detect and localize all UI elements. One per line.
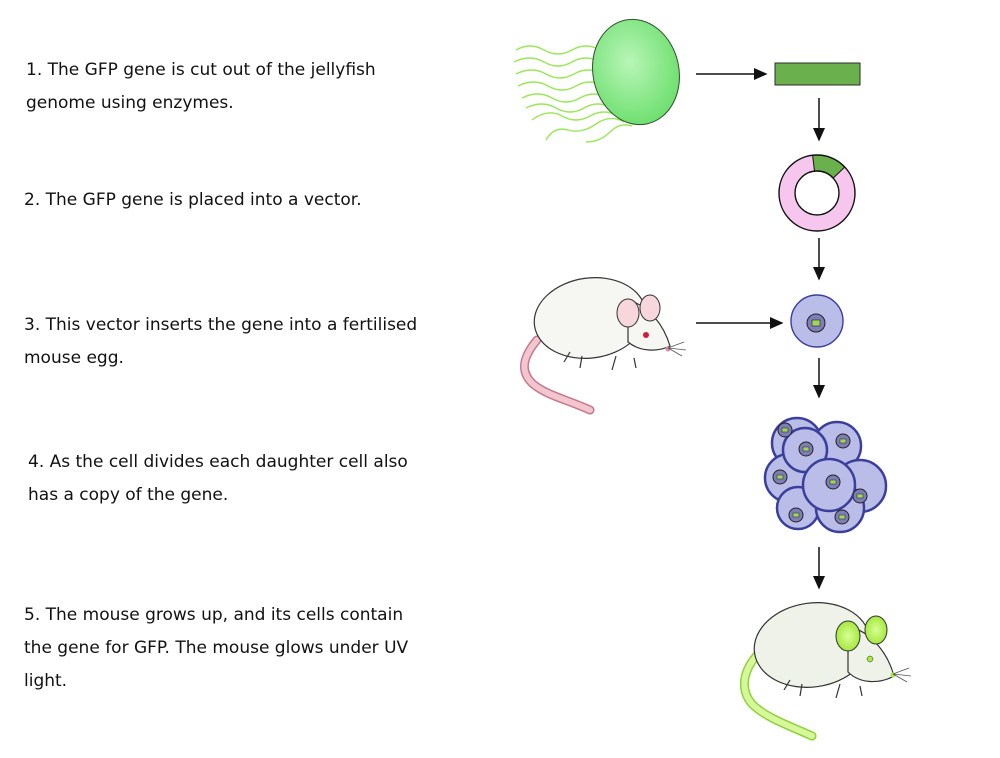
step-5-line-3: light. [24,671,68,691]
plasmid-vector-icon [778,154,856,232]
step-5-line-1: 5. The mouse grows up, and its cells con… [24,605,404,625]
step-3-line-1: 3. This vector inserts the gene into a f… [24,315,418,335]
step-2-text: 2. The GFP gene is placed into a vector. [24,184,464,217]
glowing-mouse-icon [740,602,912,741]
step-1-line-2: genome using enzymes. [26,93,234,113]
cell-cluster-icon [763,416,888,534]
step-5-text: 5. The mouse grows up, and its cells con… [24,599,464,698]
step-1-line-1: 1. The GFP gene is cut out of the jellyf… [26,60,376,80]
step-5-line-2: the gene for GFP. The mouse glows under … [24,638,409,658]
step-3-text: 3. This vector inserts the gene into a f… [24,309,464,375]
step-3-line-2: mouse egg. [24,348,124,368]
jellyfish-icon [513,18,680,143]
step-4-line-1: 4. As the cell divides each daughter cel… [28,452,408,472]
step-1-text: 1. The GFP gene is cut out of the jellyf… [26,54,466,120]
white-mouse-icon [520,277,687,415]
step-4-text: 4. As the cell divides each daughter cel… [28,446,468,512]
step-2-line-1: 2. The GFP gene is placed into a vector. [24,190,362,210]
gfp-gene-icon [774,62,861,86]
fertilised-egg-icon [790,294,844,348]
step-4-line-2: has a copy of the gene. [28,485,229,505]
